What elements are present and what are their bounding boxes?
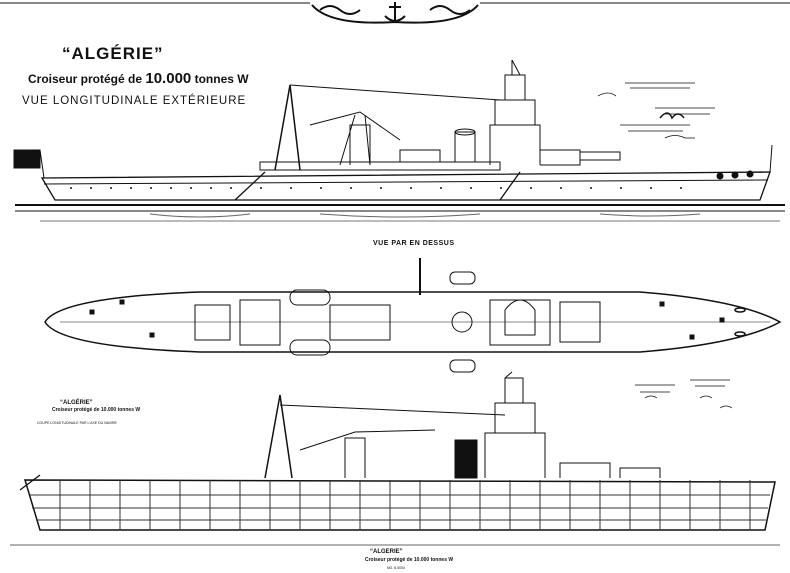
section-subtitle: Croiseur protégé de 10.000 tonnes W [52,407,141,413]
drawing-title: “ALGÉRIE” [62,44,164,63]
top-view-label: VUE PAR EN DESSUS [373,240,455,247]
subtitle-suffix: tonnes W [194,72,249,86]
section-title: “ALGÉRIE” [60,400,93,406]
footer-subtitle: Croiseur protégé de 10.000 tonnes W [365,557,454,563]
subtitle-tonnage: 10.000 [145,70,192,87]
drawing-subtitle: Croiseur protégé de 10.000 tonnes W [28,70,249,87]
signature-block-lower [635,379,733,409]
top-view [44,258,782,373]
subtitle-prefix: Croiseur protégé de [28,72,143,86]
footer-title: “ALGERIE” [370,549,403,555]
section-view [10,371,780,546]
section-view-label: COUPE LONGITUDINALE PAR L'AXE DU NAVIRE [37,421,117,425]
anchor-ornament [311,2,479,24]
side-elevation [13,59,785,222]
footer-caption: NO. 8.0000 [387,566,405,570]
side-view-label: VUE LONGITUDINALE EXTÉRIEURE [22,95,247,107]
signature-block-top [597,82,715,139]
